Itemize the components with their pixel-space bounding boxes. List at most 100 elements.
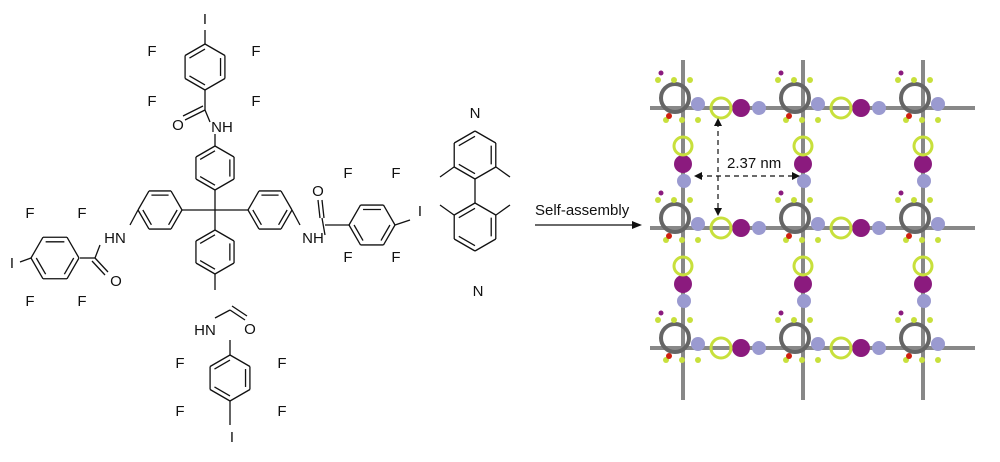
fluorine: F	[343, 249, 352, 266]
fluorine-atom	[679, 117, 685, 123]
fluorine-atom	[927, 317, 933, 323]
fluorine-atom	[911, 317, 917, 323]
double-bond	[189, 48, 206, 59]
nitrogen-atom	[872, 101, 886, 115]
ring-bond	[195, 178, 216, 191]
iodine-atom	[732, 99, 750, 117]
fluorine-atom	[911, 77, 917, 83]
pyridine-nitrogen-bottom: N	[473, 283, 484, 300]
ring-bond	[453, 202, 476, 216]
self-assembly-arrow	[535, 221, 642, 229]
fluorine-atom	[671, 197, 677, 203]
fluorine: F	[175, 403, 184, 420]
ring-bond	[348, 224, 362, 246]
oxygen-atom	[666, 113, 672, 119]
fluorine-atom	[695, 357, 701, 363]
fluorine-atom	[895, 77, 901, 83]
perfluorophenyl	[792, 135, 814, 157]
fluorine-atom	[895, 197, 901, 203]
fluorine-atom	[695, 117, 701, 123]
oxygen-bottom: O	[244, 321, 256, 338]
tetraphenylmethane-node	[659, 322, 691, 354]
iodine-left: I	[10, 255, 14, 272]
nitrogen-atom	[691, 97, 705, 111]
double-bond	[63, 257, 75, 275]
iodine-atom	[674, 155, 692, 173]
bond	[321, 199, 325, 219]
fluorine: F	[175, 355, 184, 372]
fluorine-atom	[655, 197, 661, 203]
perfluorophenyl	[912, 255, 934, 277]
ring-bond	[195, 262, 216, 275]
perfluorophenyl	[709, 96, 733, 120]
nitrogen-atom	[931, 337, 945, 351]
fluorine-atom	[687, 77, 693, 83]
tetraphenylmethane-node	[899, 202, 931, 234]
bond	[129, 209, 139, 226]
ring-bond	[214, 145, 235, 158]
tetraphenylmethane-node	[659, 82, 691, 114]
fluorine-atom	[919, 357, 925, 363]
fluorine-atom	[919, 237, 925, 243]
iodine-top: I	[203, 11, 207, 28]
ring-bond	[209, 388, 231, 402]
nitrogen-atom	[752, 221, 766, 235]
fluorine-atom	[679, 357, 685, 363]
double-bond	[458, 235, 476, 247]
iodine-atom	[914, 275, 932, 293]
ring-bond	[247, 209, 260, 230]
nitrogen-atom	[797, 174, 811, 188]
nitrogen-atom	[677, 294, 691, 308]
nitrogen-atom	[872, 341, 886, 355]
pore-dimension	[698, 122, 796, 212]
iodine-atom	[898, 310, 904, 316]
fluorine-atom	[935, 357, 941, 363]
fluorine-atom	[687, 197, 693, 203]
double-bond	[380, 224, 391, 241]
ring-bond	[66, 236, 80, 259]
bond	[321, 217, 326, 236]
ring-bond	[280, 209, 293, 230]
perfluorophenyl	[829, 96, 853, 120]
fluorine-atom	[807, 77, 813, 83]
fluorine-atom	[911, 197, 917, 203]
ring-bond	[204, 43, 226, 57]
oxygen-atom	[906, 353, 912, 359]
methyl	[439, 166, 455, 178]
double-bond	[214, 359, 231, 370]
iodine-atom	[732, 219, 750, 237]
fluorine: F	[25, 205, 34, 222]
fluorine: F	[277, 403, 286, 420]
ring-bond	[474, 166, 497, 180]
fluorine-atom	[935, 237, 941, 243]
ring-bond	[137, 209, 150, 230]
fluorine-atom	[927, 197, 933, 203]
ring-bond	[474, 130, 497, 144]
oxygen-atom	[666, 353, 672, 359]
double-bond	[214, 386, 231, 397]
fluorine-atom	[775, 197, 781, 203]
perfluorophenyl	[709, 336, 733, 360]
oxygen-atom	[906, 233, 912, 239]
iodine-atom	[794, 275, 812, 293]
fluorine: F	[391, 249, 400, 266]
tetraphenylmethane-node	[659, 202, 691, 234]
perfluorophenyl	[792, 255, 814, 277]
iodine-atom	[778, 70, 784, 76]
perfluorophenyl	[672, 255, 694, 277]
bond	[317, 199, 321, 219]
nitrogen-atom	[811, 337, 825, 351]
ring-bond	[209, 354, 231, 368]
fluorine-atom	[775, 317, 781, 323]
ring-bond	[214, 178, 235, 191]
fluorine-atom	[815, 117, 821, 123]
pyridine-nitrogen-top: N	[470, 105, 481, 122]
perfluorophenyl	[672, 135, 694, 157]
nitrogen-atom	[752, 341, 766, 355]
pore-size-label: 2.37 nm	[727, 155, 781, 172]
oxygen-atom	[786, 353, 792, 359]
fluorine-atom	[807, 197, 813, 203]
iodine-atom	[898, 70, 904, 76]
nitrogen-atom	[872, 221, 886, 235]
